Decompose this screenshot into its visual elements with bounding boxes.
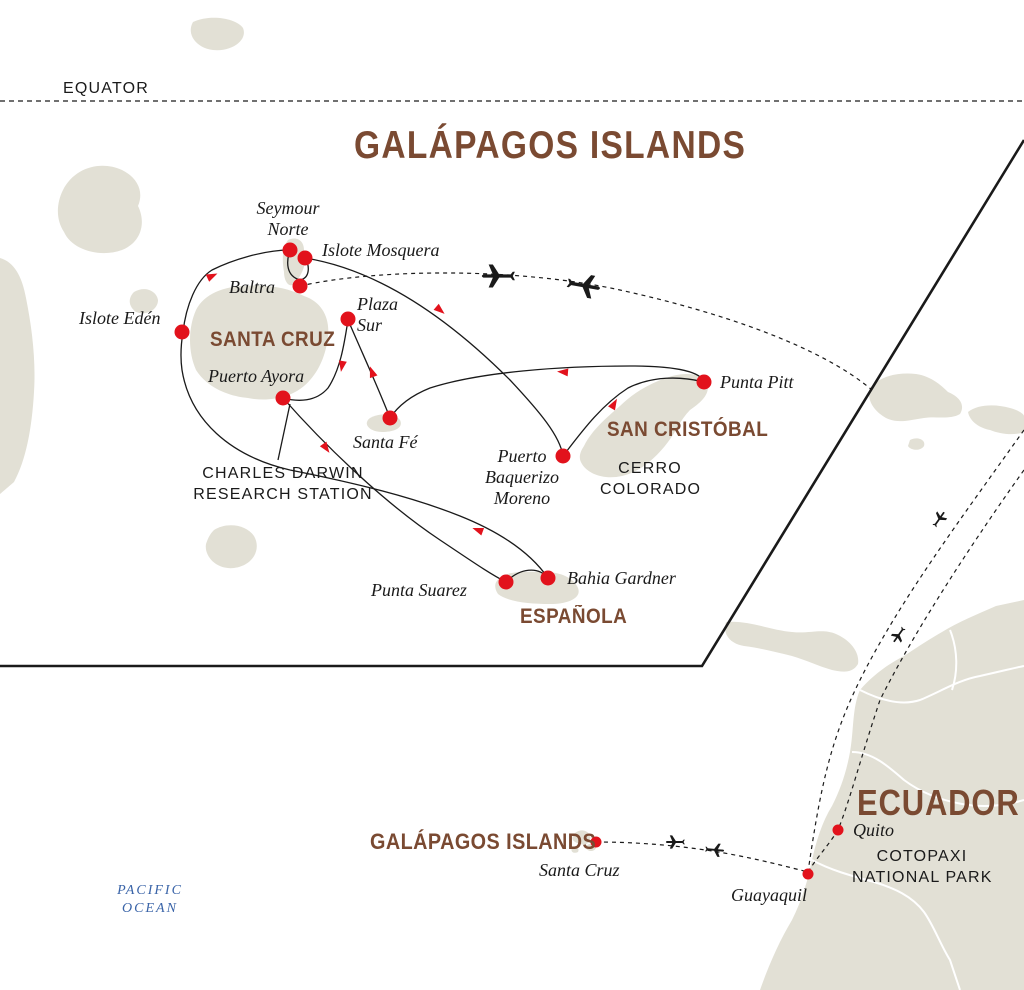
plane-icon [929, 508, 950, 530]
label-ecuador: ECUADOR [857, 782, 1020, 823]
stop-punta-suarez [498, 574, 514, 590]
label-island-santa-cruz: SANTA CRUZ [210, 328, 336, 351]
stop-plaza-sur [340, 311, 356, 327]
plane-icon [481, 264, 515, 288]
plane-icon [888, 624, 909, 646]
stop-markers [174, 242, 844, 880]
stop-islote-mosquera [297, 250, 313, 266]
inset-title: GALÁPAGOS ISLANDS [354, 124, 747, 167]
stop-seymour-norte [282, 242, 298, 258]
plane-icon [665, 835, 685, 849]
label-santa-fe: Santa Fé [353, 432, 418, 452]
label-bahia-gardner: Bahia Gardner [567, 568, 676, 588]
stop-puerto-baquerizo-moreno [555, 448, 571, 464]
country-borders [811, 629, 1024, 990]
label-islote-eden: Islote Edén [79, 308, 161, 328]
stop-puerto-ayora [275, 390, 291, 406]
stop-islote-eden [174, 324, 190, 340]
label-island-espanola: ESPAÑOLA [520, 605, 628, 628]
stop-guayaquil [802, 868, 814, 880]
inset-frame [0, 139, 1024, 668]
stop-punta-pitt [696, 374, 712, 390]
label-quito: Quito [853, 820, 895, 840]
flight-routes [299, 272, 1024, 873]
label-punta-suarez: Punta Suarez [371, 580, 467, 600]
stop-bahia-gardner [540, 570, 556, 586]
stop-santa-cruz-mainland [590, 836, 602, 848]
label-puerto-ayora: Puerto Ayora [208, 366, 305, 386]
plane-icon [704, 842, 725, 858]
label-galapagos-mainland: GALÁPAGOS ISLANDS [370, 829, 597, 854]
stop-quito [832, 824, 844, 836]
label-santa-cruz-mainland: Santa Cruz [539, 860, 620, 880]
stop-santa-fe [382, 410, 398, 426]
label-punta-pitt: Punta Pitt [720, 372, 794, 392]
label-baltra: Baltra [229, 277, 276, 297]
label-guayaquil: Guayaquil [731, 885, 807, 905]
equator-label: EQUATOR [63, 80, 150, 97]
stop-baltra [292, 278, 308, 294]
label-island-san-cristobal: SAN CRISTÓBAL [607, 418, 769, 441]
darwin-leader [277, 403, 291, 461]
label-islote-mosquera: Islote Mosquera [322, 240, 440, 260]
